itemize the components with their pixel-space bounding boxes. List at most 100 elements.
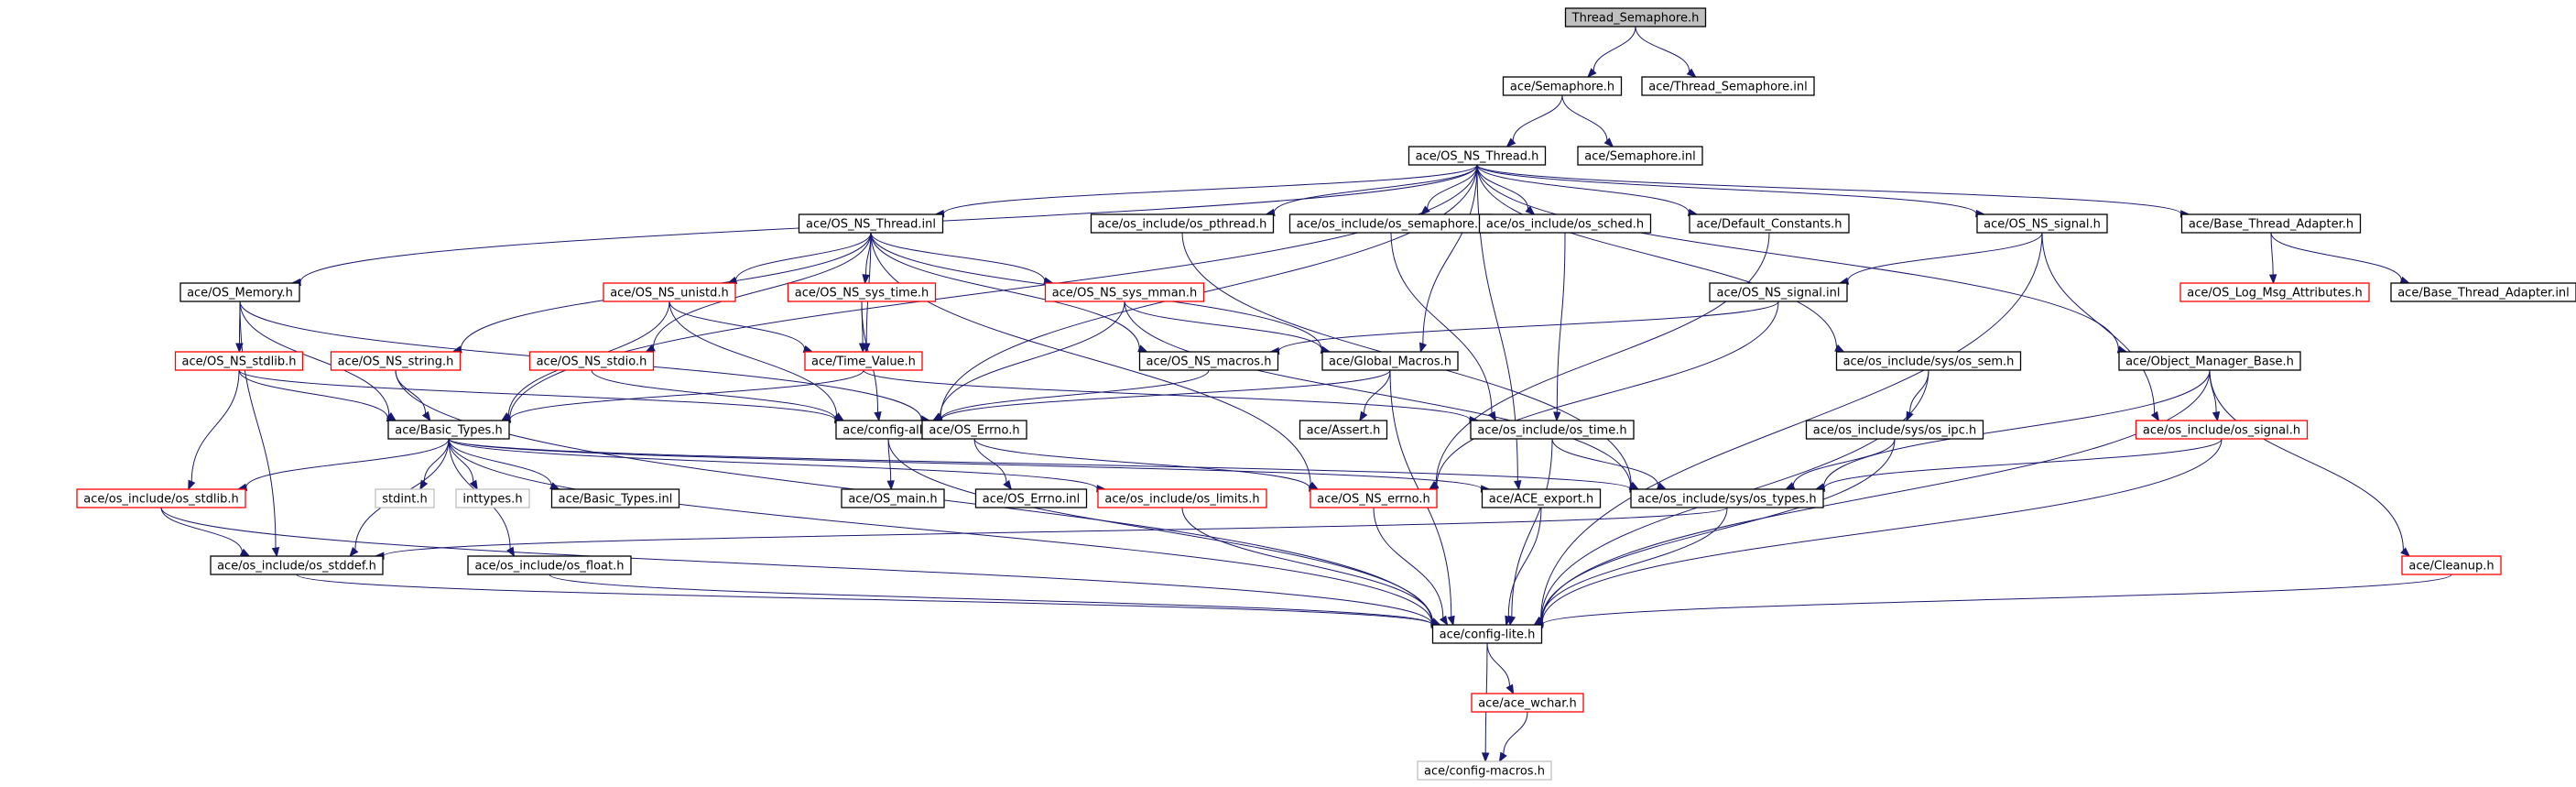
node-os-time-h[interactable]: ace/os_include/os_time.h [1470,420,1635,440]
edge-thread-sem-h-to-thread-sem-inl [1635,26,1697,78]
node-label: ace/os_include/os_signal.h [2143,424,2300,438]
node-os-ns-signal-inl[interactable]: ace/OS_NS_signal.inl [1709,282,1848,302]
edge-os-ns-thread-h-to-os-sched-h [1476,164,1536,215]
node-basic-types-inl[interactable]: ace/Basic_Types.inl [550,488,680,508]
node-os-float-h[interactable]: ace/os_include/os_float.h [467,555,632,575]
node-os-signal-h[interactable]: ace/os_include/os_signal.h [2135,420,2309,440]
node-box [1835,351,2022,371]
node-box [841,488,945,508]
node-os-ns-thread-inl[interactable]: ace/OS_NS_Thread.inl [798,213,944,234]
node-ace-export-h[interactable]: ace/ACE_export.h [1481,488,1602,508]
node-default-constants-h[interactable]: ace/Default_Constants.h [1689,213,1850,234]
edge-os-stdlib-h-to-os-stddef-h [160,507,251,557]
node-label: ace/config-all.h [842,424,934,438]
node-semaphore-inl[interactable]: ace/Semaphore.inl [1577,146,1703,166]
node-os-main-h[interactable]: ace/OS_main.h [841,488,945,508]
node-os-sys-types-h[interactable]: ace/os_include/sys/os_types.h [1630,488,1824,508]
edge-os-sys-types-h-to-os-stddef-h [374,507,1728,560]
node-label: ace/OS_NS_sys_time.h [795,287,929,301]
node-os-pthread-h[interactable]: ace/os_include/os_pthread.h [1090,213,1275,234]
node-label: ace/ACE_export.h [1489,493,1593,507]
node-box [1471,693,1584,713]
node-os-memory-h[interactable]: ace/OS_Memory.h [179,282,300,302]
node-box [1976,213,2108,234]
edge-os-ns-signal-inl-to-os-ns-errno-h [1428,301,1779,490]
node-label: ace/os_include/os_time.h [1477,424,1626,438]
edge-global-macros-h-to-assert-h [1359,369,1391,422]
node-ace-wchar-h[interactable]: ace/ace_wchar.h [1471,693,1584,713]
node-label: ace/os_include/os_limits.h [1104,493,1259,507]
edge-os-ns-thread-inl-to-os-ns-sys-mman-h [870,232,1054,285]
node-os-log-msg-attr-h[interactable]: ace/OS_Log_Msg_Attributes.h [2179,282,2370,302]
edge-os-ns-sys-mman-h-to-global-macros-h [1124,301,1331,354]
node-os-errno-inl[interactable]: ace/OS_Errno.inl [974,488,1088,508]
node-global-macros-h[interactable]: ace/Global_Macros.h [1321,351,1459,371]
edge-base-thread-adapter-h-to-base-thread-adapter-inl [2270,232,2411,284]
node-box [921,420,1027,440]
node-label: ace/Object_Manager_Base.h [2125,355,2294,369]
node-os-stddef-h[interactable]: ace/os_include/os_stddef.h [210,555,384,575]
node-base-thread-adapter-h[interactable]: ace/Base_Thread_Adapter.h [2180,213,2362,234]
node-label: ace/Cleanup.h [2408,560,2494,574]
node-os-sys-ipc-h[interactable]: ace/os_include/sys/os_ipc.h [1805,420,1984,440]
edge-os-ns-unistd-h-to-time-value-h [668,301,814,353]
node-os-ns-sys-mman-h[interactable]: ace/OS_NS_sys_mman.h [1044,282,1205,302]
node-os-ns-string-h[interactable]: ace/OS_NS_string.h [330,351,462,371]
node-os-ns-unistd-h[interactable]: ace/OS_NS_unistd.h [603,282,736,302]
node-os-ns-errno-h[interactable]: ace/OS_NS_errno.h [1310,488,1438,508]
node-os-ns-stdlib-h[interactable]: ace/OS_NS_stdlib.h [174,351,304,371]
node-os-ns-stdio-h[interactable]: ace/OS_NS_stdio.h [528,351,655,371]
node-thread-sem-inl[interactable]: ace/Thread_Semaphore.inl [1641,76,1815,96]
edge-os-ns-signal-inl-to-os-ns-macros-h [1269,301,1779,355]
node-semaphore-h[interactable]: ace/Semaphore.h [1502,76,1623,96]
node-os-semaphore-h[interactable]: ace/os_include/os_semaphore.h [1288,213,1494,234]
node-object-manager-base-h[interactable]: ace/Object_Manager_Base.h [2118,351,2301,371]
node-label: ace/OS_NS_Thread.inl [806,218,936,232]
edge-os-semaphore-h-to-os-time-h [1390,232,1497,422]
node-os-sys-sem-h[interactable]: ace/os_include/sys/os_sem.h [1835,351,2022,371]
node-box [179,282,300,302]
node-box [330,351,462,371]
node-cleanup-h[interactable]: ace/Cleanup.h [2401,555,2502,575]
node-os-ns-signal-h[interactable]: ace/OS_NS_signal.h [1976,213,2108,234]
node-os-ns-thread-h[interactable]: ace/OS_NS_Thread.h [1408,146,1547,166]
node-box [1097,488,1267,508]
node-label: ace/OS_Memory.h [187,287,293,301]
node-box [375,488,435,508]
node-label: ace/OS_NS_stdlib.h [182,355,297,369]
edge-os-errno-h-to-os-errno-inl [973,438,1013,491]
node-label: inttypes.h [462,493,522,507]
node-os-limits-h[interactable]: ace/os_include/os_limits.h [1097,488,1267,508]
node-label: ace/Semaphore.h [1510,81,1614,94]
node-os-errno-h[interactable]: ace/OS_Errno.h [921,420,1027,440]
node-box [1478,213,1652,234]
node-time-value-h[interactable]: ace/Time_Value.h [804,351,923,371]
node-os-ns-sys-time-h[interactable]: ace/OS_NS_sys_time.h [787,282,937,302]
node-box [798,213,944,234]
node-label: ace/Global_Macros.h [1329,355,1451,369]
node-label: ace/OS_NS_macros.h [1147,355,1272,369]
node-thread-sem-h[interactable]: Thread_Semaphore.h [1564,7,1707,27]
node-config-lite-h[interactable]: ace/config-lite.h [1431,624,1543,644]
node-box [787,282,937,302]
node-label: ace/Assert.h [1307,424,1381,438]
node-os-ns-macros-h[interactable]: ace/OS_NS_macros.h [1138,351,1279,371]
node-basic-types-h[interactable]: ace/Basic_Types.h [387,420,510,440]
edge-os-ns-sys-mman-h-to-os-sys-types-h [1124,301,1640,490]
node-os-sched-h[interactable]: ace/os_include/os_sched.h [1478,213,1652,234]
node-box [467,555,632,575]
node-label: ace/OS_Errno.inl [983,493,1080,507]
edge-os-ns-thread-h-to-base-thread-adapter-h [1476,164,2190,218]
node-assert-h[interactable]: ace/Assert.h [1299,420,1388,440]
node-config-all-h[interactable]: ace/config-all.h [835,420,941,440]
node-base-thread-adapter-inl[interactable]: ace/Base_Thread_Adapter.inl [2390,282,2576,302]
edge-os-ns-thread-h-to-os-ns-thread-inl [934,164,1478,218]
node-box [455,488,530,508]
node-os-stdlib-h[interactable]: ace/os_include/os_stdlib.h [76,488,246,508]
node-box [1431,624,1543,644]
node-box [1417,760,1552,781]
node-box [1090,213,1275,234]
edge-cleanup-h-to-config-lite-h [1533,574,2452,629]
node-box [603,282,736,302]
